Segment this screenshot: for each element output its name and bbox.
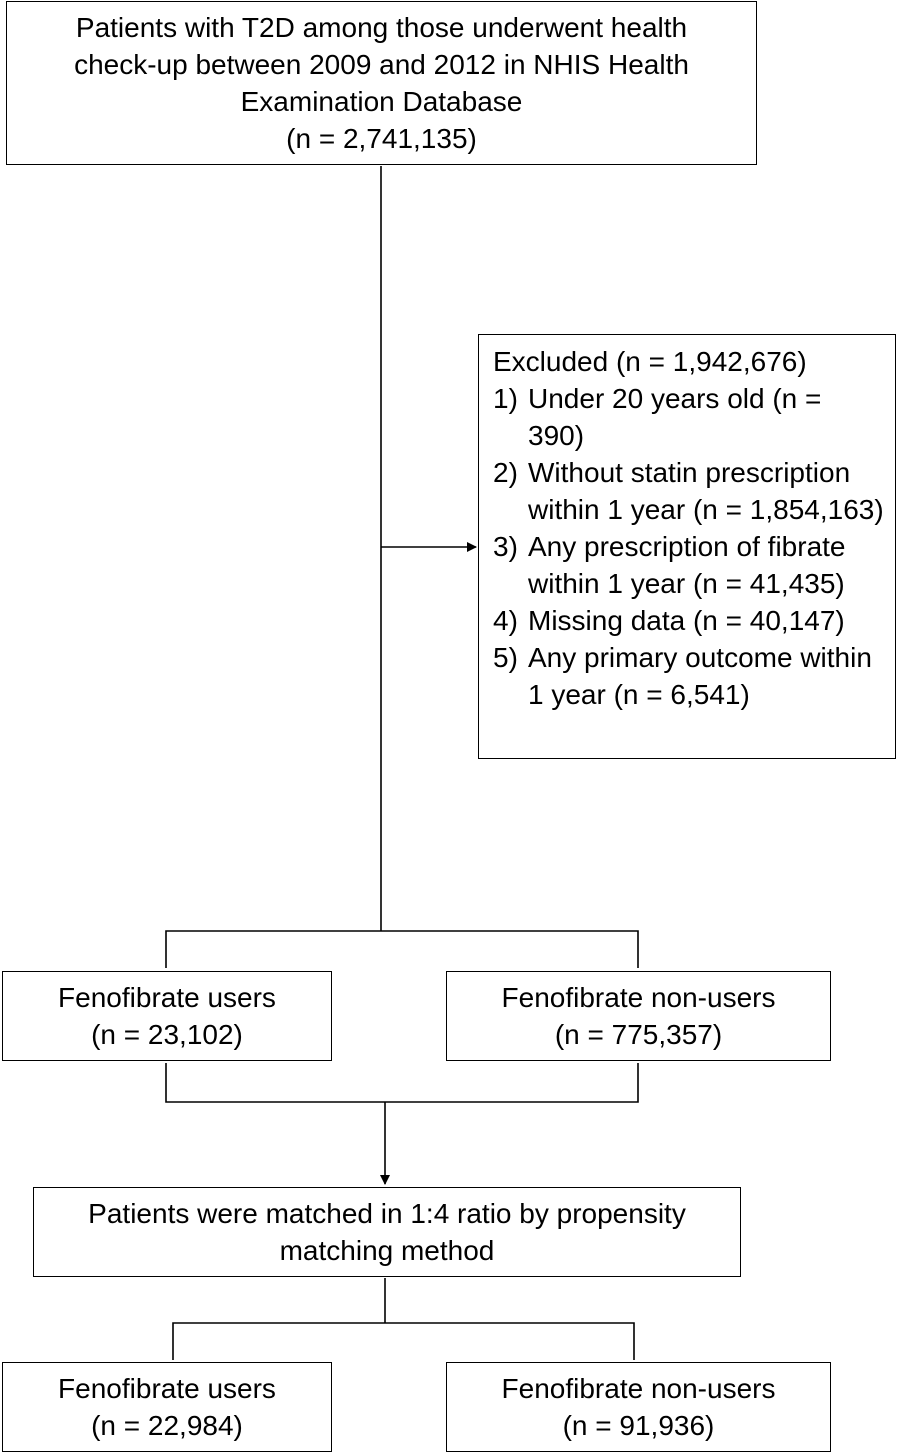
study-population-count: (n = 2,741,135) xyxy=(286,123,477,154)
exclusion-item-text: Missing data (n = 40,147) xyxy=(528,605,845,636)
group-count: (n = 91,936) xyxy=(562,1410,715,1441)
matched-fenofibrate-non-users-box: Fenofibrate non-users (n = 91,936) xyxy=(446,1362,831,1452)
propensity-matching-box: Patients were matched in 1:4 ratio by pr… xyxy=(33,1187,741,1277)
study-population-line-1: Patients with T2D among those underwent … xyxy=(75,12,688,43)
merge-bracket xyxy=(165,1063,639,1103)
exclusion-item-text: Under 20 years old (n = 390) xyxy=(528,383,822,451)
group-label: Fenofibrate non-users xyxy=(501,1373,776,1404)
exclusion-item: 4) Missing data (n = 40,147) xyxy=(493,602,885,639)
exclusion-item-number: 2) xyxy=(493,457,518,488)
exclusion-item-number: 1) xyxy=(493,383,518,414)
exclusion-item-text: Any primary outcome within 1 year (n = 6… xyxy=(528,642,872,710)
group-count: (n = 22,984) xyxy=(91,1410,243,1441)
study-population-line-3: Examination Database xyxy=(240,86,523,117)
exclusion-heading: Excluded (n = 1,942,676) xyxy=(493,346,807,377)
exclusion-item-text: Any prescription of fibrate within 1 yea… xyxy=(528,531,846,599)
study-population-line-2: check-up between 2009 and 2012 in NHIS H… xyxy=(74,49,689,80)
exclusion-item: 5) Any primary outcome within 1 year (n … xyxy=(493,639,885,713)
split-bracket-bottom xyxy=(172,1322,635,1360)
split-bracket-top xyxy=(165,930,639,968)
study-population-box: Patients with T2D among those underwent … xyxy=(6,1,757,165)
exclusion-box: Excluded (n = 1,942,676) 1) Under 20 yea… xyxy=(478,334,896,759)
fenofibrate-non-users-box: Fenofibrate non-users (n = 775,357) xyxy=(446,971,831,1061)
fenofibrate-users-box: Fenofibrate users (n = 23,102) xyxy=(2,971,332,1061)
group-label: Fenofibrate non-users xyxy=(501,982,776,1013)
group-label: Fenofibrate users xyxy=(58,1373,276,1404)
matching-line-2: matching method xyxy=(279,1235,495,1266)
exclusion-list: 1) Under 20 years old (n = 390) 2) Witho… xyxy=(493,380,885,713)
group-label: Fenofibrate users xyxy=(58,982,276,1013)
exclusion-item-number: 3) xyxy=(493,531,518,562)
matching-line-1: Patients were matched in 1:4 ratio by pr… xyxy=(88,1198,686,1229)
group-count: (n = 775,357) xyxy=(554,1019,723,1050)
exclusion-item-text: Without statin prescription within 1 yea… xyxy=(528,457,884,525)
matched-fenofibrate-users-box: Fenofibrate users (n = 22,984) xyxy=(2,1362,332,1452)
group-count: (n = 23,102) xyxy=(91,1019,243,1050)
exclusion-item: 1) Under 20 years old (n = 390) xyxy=(493,380,885,454)
exclusion-item-number: 5) xyxy=(493,642,518,673)
exclusion-item: 3) Any prescription of fibrate within 1 … xyxy=(493,528,885,602)
exclusion-item-number: 4) xyxy=(493,605,518,636)
exclusion-item: 2) Without statin prescription within 1 … xyxy=(493,454,885,528)
